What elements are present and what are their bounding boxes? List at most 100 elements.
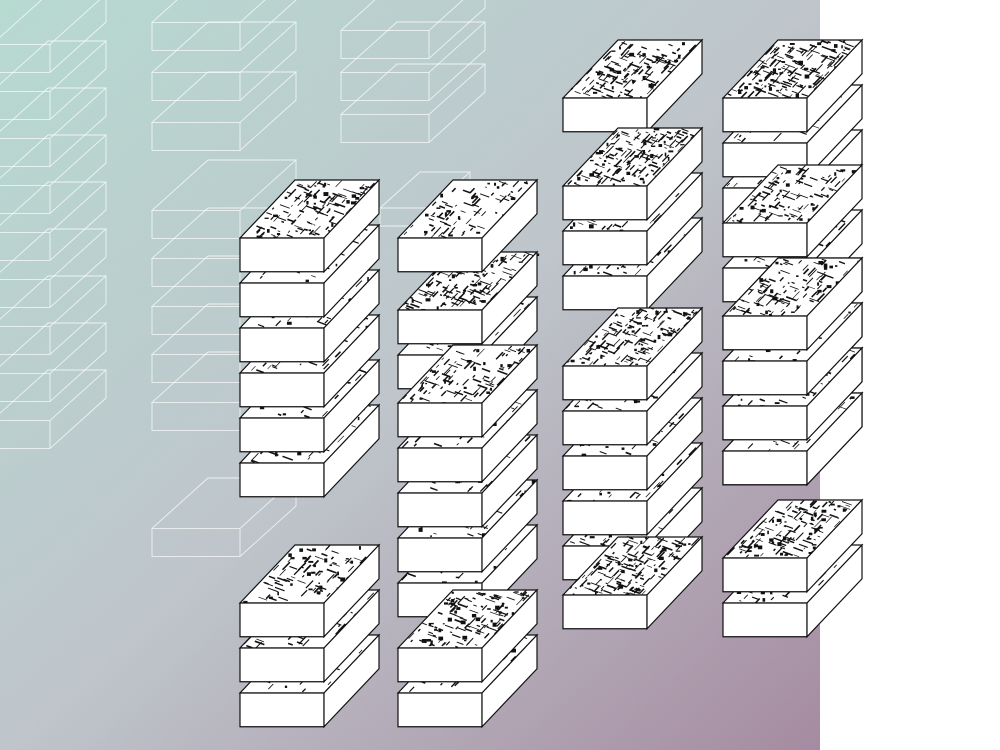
map-block: [603, 160, 607, 163]
map-block: [826, 285, 832, 289]
map-block: [346, 200, 350, 204]
map-street: [305, 193, 312, 198]
map-street: [768, 448, 771, 451]
map-street: [599, 150, 604, 155]
map-street: [454, 391, 464, 396]
map-block: [309, 229, 311, 232]
map-street: [297, 580, 306, 584]
map-block: [760, 533, 765, 536]
map-street: [676, 129, 681, 134]
map-street: [637, 69, 644, 75]
map-street: [737, 305, 746, 310]
map-street: [813, 193, 824, 198]
map-street: [494, 211, 498, 214]
map-street: [431, 383, 437, 389]
map-block: [610, 143, 615, 145]
map-street: [598, 73, 604, 79]
map-block: [572, 222, 576, 227]
map-street: [432, 634, 437, 638]
tile-front-face: [722, 602, 808, 638]
map-block: [574, 405, 580, 408]
map-block: [826, 194, 829, 198]
map-block: [774, 402, 780, 405]
map-block: [650, 153, 654, 159]
map-street: [763, 278, 767, 282]
map-street: [289, 565, 298, 570]
map-street: [512, 180, 520, 188]
map-street: [584, 179, 589, 182]
tile-front-face: [397, 537, 483, 573]
map-street: [610, 542, 617, 549]
map-street: [841, 355, 849, 363]
map-street: [793, 524, 801, 532]
map-street: [650, 138, 659, 147]
map-street: [333, 203, 340, 207]
map-street: [319, 200, 326, 204]
ghost-box: [0, 0, 107, 73]
map-block: [526, 348, 531, 353]
map-street: [497, 257, 507, 267]
map-block: [783, 209, 786, 211]
map-street: [840, 505, 851, 510]
map-street: [628, 586, 633, 591]
map-street: [273, 215, 280, 222]
map-street: [460, 272, 465, 275]
map-street: [483, 632, 490, 639]
map-street: [418, 293, 427, 297]
map-block: [447, 345, 453, 348]
map-street: [768, 264, 772, 269]
map-street: [749, 288, 753, 291]
map-street: [405, 304, 414, 310]
map-street: [584, 89, 589, 94]
map-street: [483, 272, 488, 278]
map-street: [332, 561, 337, 565]
map-street: [795, 532, 804, 541]
map-street: [609, 177, 614, 182]
map-street: [254, 640, 265, 646]
map-street: [458, 352, 462, 354]
map-street: [821, 501, 828, 508]
map-street: [503, 198, 510, 202]
map-block: [823, 265, 828, 270]
map-street: [837, 401, 846, 410]
map-street: [768, 205, 772, 209]
map-street: [752, 198, 757, 202]
map-street: [660, 133, 665, 136]
map-street: [296, 184, 307, 190]
map-block: [476, 349, 480, 353]
map-street: [772, 77, 779, 84]
map-street: [784, 53, 794, 59]
map-street: [675, 54, 682, 61]
tile-front-face: [397, 492, 483, 528]
map-street: [672, 328, 676, 331]
map-street: [448, 379, 454, 386]
map-street: [250, 460, 256, 463]
map-street: [573, 400, 581, 407]
map-street: [759, 59, 764, 63]
map-block: [425, 382, 428, 385]
map-street: [780, 311, 786, 316]
map-block: [768, 87, 773, 91]
map-street: [428, 631, 434, 635]
map-block: [765, 348, 770, 353]
map-street: [658, 560, 666, 568]
map-street: [256, 369, 265, 374]
map-block: [314, 207, 317, 211]
map-street: [511, 406, 518, 413]
map-street: [841, 51, 849, 56]
map-street: [827, 61, 833, 67]
map-street: [779, 88, 783, 92]
map-block: [428, 644, 432, 647]
map-street: [519, 492, 524, 497]
map-street: [460, 210, 466, 213]
map-street: [326, 592, 331, 597]
map-street: [598, 78, 609, 83]
map-street: [600, 588, 604, 592]
map-street: [476, 629, 482, 633]
map-street: [649, 215, 658, 224]
map-street: [782, 515, 785, 518]
map-street: [406, 307, 410, 310]
map-street: [574, 91, 581, 94]
map-street: [316, 180, 322, 185]
